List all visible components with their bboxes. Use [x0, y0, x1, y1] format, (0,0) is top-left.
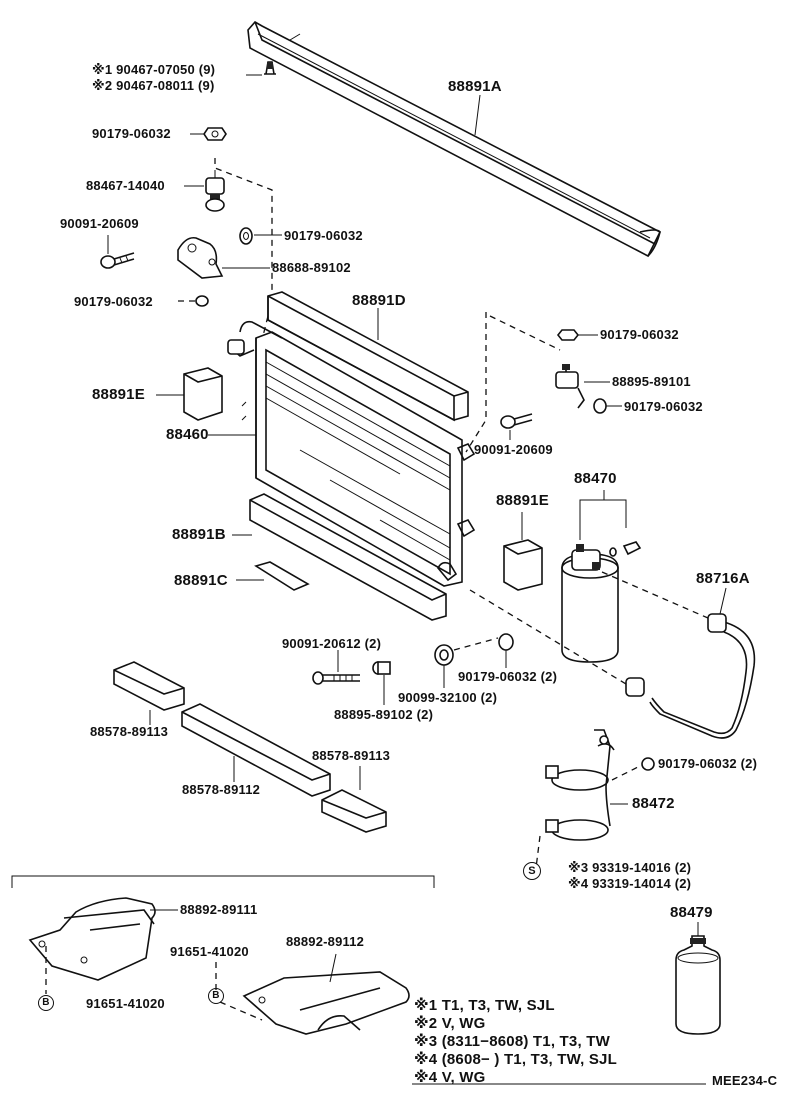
seal-88891a-part: [247, 20, 662, 258]
label-bracket-88895-89101: 88895-89101: [612, 374, 691, 389]
note-1: ※1 T1, T3, TW, SJL: [414, 997, 555, 1014]
label-seal-88891e-left: 88891E: [92, 386, 145, 403]
label-seal-88891b: 88891B: [172, 526, 226, 543]
label-cushion-88467: 88467-14040: [86, 178, 165, 193]
label-receiver-88470: 88470: [574, 470, 617, 487]
nut-90179-f: [498, 633, 514, 651]
label-plate-88892-89112: 88892-89112: [286, 934, 365, 949]
label-screw-1: ※1 90467-07050 (9): [92, 62, 216, 77]
seal-88578-89113-a: [113, 661, 185, 711]
label-seal-88578-89113-b: 88578-89113: [312, 748, 391, 763]
bolt-90091-right: [500, 413, 533, 429]
nut-90179-c: [195, 295, 209, 307]
label-bolt-90091-20612: 90091-20612 (2): [282, 636, 382, 651]
label-seal-88891c: 88891C: [174, 572, 228, 589]
label-seal-88578-89113-a: 88578-89113: [90, 724, 169, 739]
label-clip-b: 91651-41020: [170, 944, 249, 959]
nut-90179-a: [203, 127, 227, 141]
bolt-90091-left: [100, 252, 135, 269]
note-4: ※4 (8608− ) T1, T3, TW, SJL: [414, 1051, 617, 1068]
plate-88892-89112: [242, 971, 410, 1035]
label-nut-f: 90179-06032 (2): [458, 669, 558, 684]
oil-88479-part: [675, 935, 721, 1035]
label-nut-d: 90179-06032: [600, 327, 679, 342]
group-bracket: [11, 875, 435, 888]
marker-s: S: [523, 862, 541, 880]
bolt-88470: [609, 541, 642, 557]
seal-88578-89112: [181, 703, 331, 797]
nut-90179-b: [239, 227, 253, 245]
label-nut-e: 90179-06032: [624, 399, 703, 414]
receiver-88470-part: [561, 544, 619, 663]
label-plate-88892-89111: 88892-89111: [180, 902, 258, 917]
tube-88716a-part: [625, 613, 756, 739]
plate-88892-89111: [28, 897, 156, 981]
label-bracket-88688: 88688-89102: [272, 260, 351, 275]
label-oil-88479: 88479: [670, 904, 713, 921]
bracket-88688: [177, 236, 224, 279]
label-seal-88891d: 88891D: [352, 292, 406, 309]
label-clip-a: 91651-41020: [86, 996, 165, 1011]
label-nut-g: 90179-06032 (2): [658, 756, 758, 771]
label-screw-n4: ※4 93319-14014 (2): [568, 876, 692, 891]
seal-88891d-part: [267, 291, 469, 422]
nut-90179-e: [593, 398, 607, 414]
seal-88891c-part: [254, 561, 310, 591]
seal-88891b-part: [249, 493, 447, 621]
label-condenser-88460: 88460: [166, 426, 209, 443]
marker-b1: B: [38, 995, 54, 1011]
label-bolt-left: 90091-20609: [60, 216, 139, 231]
seal-88891e-left-part: [183, 367, 223, 421]
label-bolt-right: 90091-20609: [474, 442, 553, 457]
collar-88895-89102: [372, 661, 391, 675]
cushion-88467: [205, 170, 225, 212]
screw-90467: [264, 61, 276, 75]
label-seal-88578-89112: 88578-89112: [182, 782, 261, 797]
condenser-88460-part: [227, 320, 476, 587]
label-tube-88716a: 88716A: [696, 570, 750, 587]
label-collar-88895-89102: 88895-89102 (2): [334, 707, 434, 722]
bolt-90091-20612: [312, 671, 360, 685]
label-clamp-88472: 88472: [632, 795, 675, 812]
label-nut-b: 90179-06032: [284, 228, 363, 243]
note-2: ※2 V, WG: [414, 1015, 486, 1032]
label-cushion-90099: 90099-32100 (2): [398, 690, 498, 705]
label-seal-88891e-right: 88891E: [496, 492, 549, 509]
note-5: ※4 V, WG: [414, 1069, 486, 1086]
bracket-88895-89101: [555, 364, 585, 409]
clamp-88472-part: [545, 729, 615, 841]
seal-88891e-right-part: [503, 539, 543, 591]
label-seal-88891a: 88891A: [448, 78, 502, 95]
seal-88578-89113-b: [321, 789, 387, 833]
marker-b2: B: [208, 988, 224, 1004]
note-3: ※3 (8311−8608) T1, T3, TW: [414, 1033, 610, 1050]
label-nut-a: 90179-06032: [92, 126, 171, 141]
diagram-code: MEE234-C: [712, 1073, 778, 1088]
label-nut-c: 90179-06032: [74, 294, 153, 309]
cushion-90099: [434, 644, 454, 666]
nut-90179-d: [556, 329, 580, 341]
label-screw-2: ※2 90467-08011 (9): [92, 78, 215, 93]
nut-90179-g: [641, 757, 655, 771]
label-screw-n3: ※3 93319-14016 (2): [568, 860, 692, 875]
